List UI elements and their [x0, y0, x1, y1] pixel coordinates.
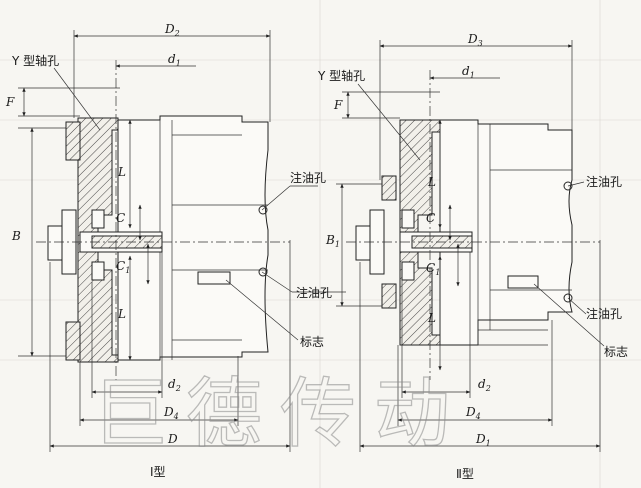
- label-D3: D3: [467, 32, 483, 48]
- label-mark-left: 标志: [300, 335, 324, 349]
- label-D4-right: D4: [465, 405, 481, 421]
- left-oil-hole-bottom: [258, 267, 268, 277]
- label-mark-right: 标志: [604, 345, 628, 359]
- watermark-text: 巨德传动: [92, 369, 468, 458]
- left-mark-window: [197, 271, 231, 285]
- right-oil-hole-top: [563, 181, 573, 191]
- label-L-upper-right: L: [427, 175, 436, 189]
- left-bolt-lower: [65, 321, 81, 361]
- label-D4-left: D4: [163, 405, 179, 421]
- label-F-left: F: [5, 95, 15, 109]
- label-d2-right: d2: [478, 377, 491, 393]
- right-oil-hole-bottom: [563, 293, 573, 303]
- label-y-hole-left: Y 型轴孔: [11, 53, 59, 68]
- label-B1: B1: [325, 233, 340, 249]
- label-D2: D2: [164, 22, 180, 38]
- label-D1-right: D1: [475, 432, 491, 448]
- right-nut-bottom: [401, 261, 415, 281]
- left-bolt-upper: [65, 121, 81, 161]
- label-C-right: C: [426, 211, 435, 225]
- drawing-labels: D2 D3 d1 d1 Y 型轴孔 Y 型轴孔 F F B B1 L L C C…: [5, 22, 628, 481]
- label-oil-left-top: 注油孔: [290, 170, 326, 185]
- type-i-dimensions: [18, 30, 346, 452]
- label-oil-right-bottom: 注油孔: [586, 306, 622, 321]
- label-L-lower-left: L: [117, 307, 126, 321]
- left-nut-top: [91, 209, 105, 229]
- label-oil-left-bottom: 注油孔: [296, 285, 332, 300]
- label-D-left: D: [167, 432, 178, 446]
- right-bolt-upper: [381, 175, 397, 201]
- label-type-ii: Ⅱ型: [456, 467, 474, 481]
- type-i-view: [36, 60, 290, 380]
- right-bolt-lower: [381, 283, 397, 309]
- type-ii-dimensions: [336, 40, 605, 452]
- left-hub-body: [117, 115, 269, 361]
- label-d1-right: d1: [462, 64, 475, 80]
- label-L-upper-left: L: [117, 165, 126, 179]
- label-C1-right: C1: [426, 261, 440, 277]
- label-F-right: F: [333, 98, 343, 112]
- label-y-hole-right: Y 型轴孔: [317, 68, 365, 83]
- label-L-lower-right: L: [427, 311, 436, 325]
- label-oil-right-top: 注油孔: [586, 174, 622, 189]
- label-B: B: [11, 229, 21, 243]
- label-C1-left: C1: [116, 259, 130, 275]
- label-C-left: C: [116, 211, 125, 225]
- left-nut-bottom: [91, 261, 105, 281]
- right-mark-window: [507, 275, 539, 289]
- label-d1-left: d1: [168, 52, 181, 68]
- left-oil-hole-top: [258, 205, 268, 215]
- label-type-i: Ⅰ型: [150, 465, 166, 479]
- right-nut-top: [401, 209, 415, 229]
- label-d2-left: d2: [168, 377, 181, 393]
